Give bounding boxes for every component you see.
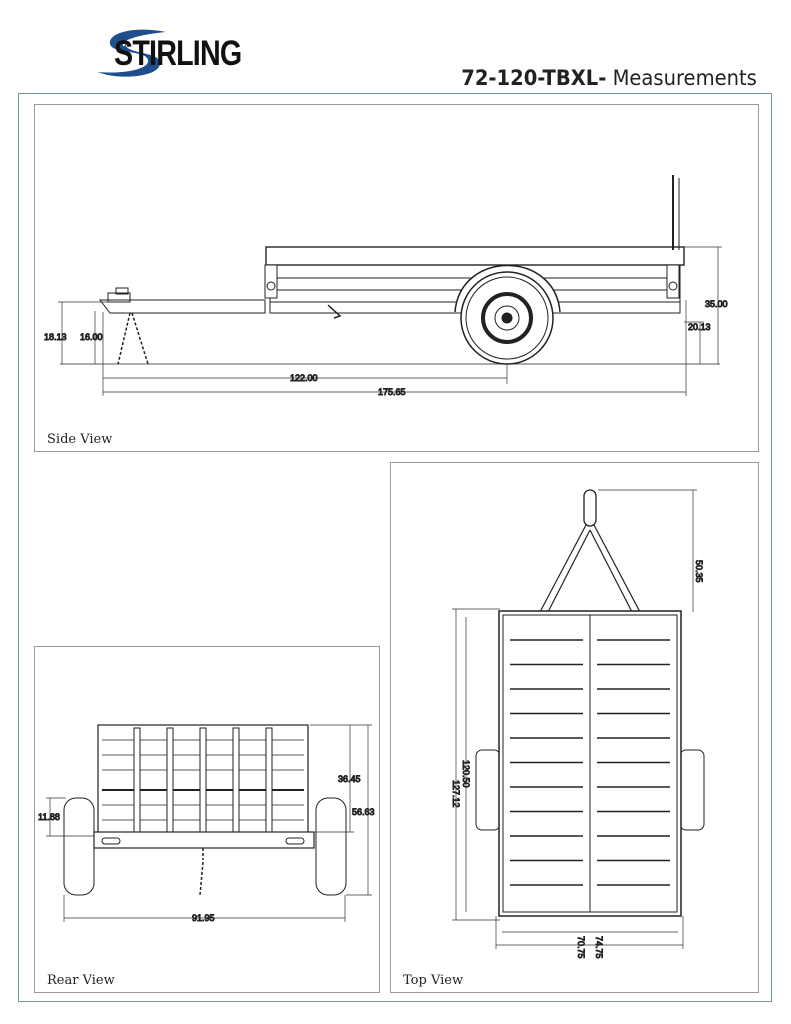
page-title: 72-120-TBXL- Measurements — [461, 66, 757, 90]
top-view-label: Top View — [403, 973, 464, 988]
top-view-panel: Top View — [390, 462, 759, 993]
side-view-panel: Side View — [34, 104, 759, 452]
title-suffix: Measurements — [606, 66, 757, 90]
brand-name: STIRLING — [114, 34, 242, 73]
model-number: 72-120-TBXL- — [461, 66, 607, 90]
side-view-label: Side View — [47, 432, 113, 447]
stirling-logo-icon — [98, 29, 166, 77]
rear-view-label: Rear View — [47, 973, 115, 988]
page-frame — [18, 93, 772, 1002]
rear-view-panel: Rear View — [34, 646, 380, 993]
